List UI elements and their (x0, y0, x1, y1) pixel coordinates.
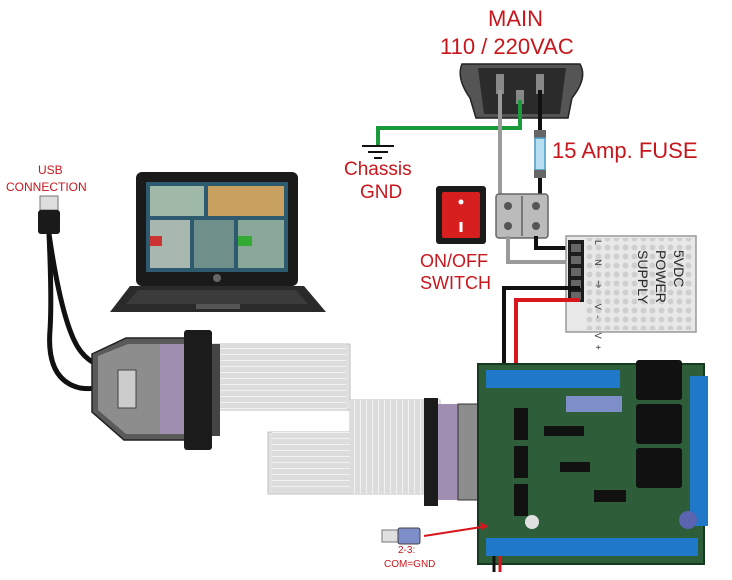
fuse-label: 15 Amp. FUSE (552, 138, 698, 163)
switch-terminal-block (495, 193, 549, 239)
ground-symbol-icon (362, 145, 394, 159)
jumper-pointer (423, 525, 489, 537)
jumper-label-line2: COM=GND (384, 559, 436, 570)
psu-label-line2: POWER (653, 250, 669, 303)
switch-label-line2: SWITCH (420, 273, 491, 293)
chassis-label: Chassis (344, 159, 412, 180)
psu-label-line3: SUPPLY (635, 250, 651, 305)
jumper-label-line1: 2-3: (398, 545, 416, 556)
switch-label-line1: ON/OFF (420, 251, 488, 271)
psu-pin-labels: L N ⏚ V- V+ (593, 240, 603, 356)
power-supply-icon (565, 235, 697, 333)
usb-label-line1: USB (38, 163, 63, 177)
fuse-icon (534, 130, 546, 178)
psu-label-line1: 5VDC (671, 250, 687, 288)
rocker-switch-icon (436, 186, 486, 244)
breakout-board-icon (477, 360, 708, 565)
ribbon-cable-icon (209, 343, 441, 495)
laptop-icon (110, 172, 326, 312)
db25-connector-icon (91, 330, 220, 450)
usb-label-line2: CONNECTION (6, 180, 87, 194)
usb-plug-icon (38, 195, 60, 234)
main-label: MAIN (488, 6, 543, 31)
gnd-label: GND (360, 182, 403, 203)
voltage-label: 110 / 220VAC (440, 34, 574, 59)
jumper-icon (381, 527, 421, 545)
ground-wire (376, 100, 522, 146)
